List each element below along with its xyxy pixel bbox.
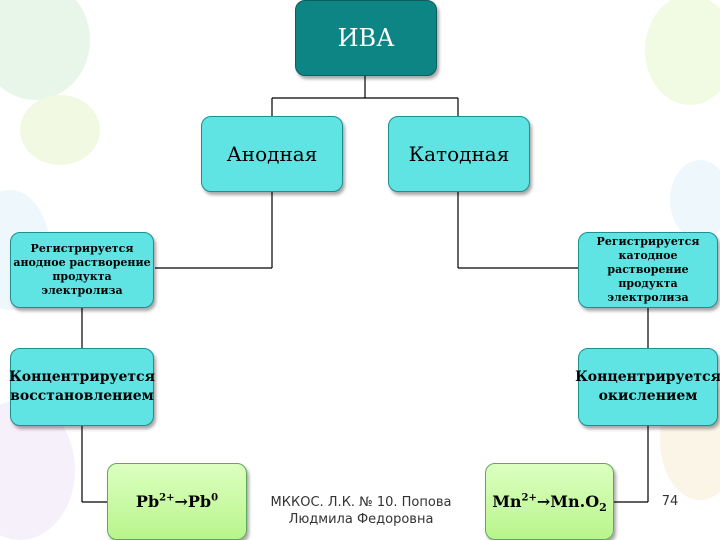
page-number: 74 bbox=[661, 494, 679, 509]
left-concentrate-line-1: Концентрируется bbox=[9, 369, 155, 385]
right-register-line-1: Регистрируется bbox=[596, 235, 700, 248]
left-reaction-arrow: → bbox=[174, 492, 188, 511]
anodic-label: Анодная bbox=[226, 142, 318, 166]
anodic-node: Анодная bbox=[201, 116, 343, 192]
left-reaction-product-charge: 0 bbox=[211, 492, 219, 504]
cathodic-label: Катодная bbox=[408, 142, 510, 166]
right-reaction-arrow: → bbox=[536, 492, 551, 511]
right-reaction-reactant: Mn bbox=[492, 492, 522, 511]
root-node-iva: ИВА bbox=[295, 0, 437, 76]
root-label: ИВА bbox=[337, 24, 395, 52]
right-concentrate-node: Концентрируется окислением bbox=[575, 348, 720, 426]
footer-line-2: Людмила Федоровна bbox=[288, 512, 434, 527]
left-register-node: Регистрируется анодное растворение проду… bbox=[10, 232, 154, 308]
right-register-line-2: катодное растворение bbox=[607, 249, 689, 276]
right-concentrate-line-1: Концентрируется bbox=[575, 369, 720, 385]
right-concentrate-line-2: окислением bbox=[598, 388, 698, 404]
left-register-line-2: анодное растворение bbox=[13, 256, 151, 269]
left-concentrate-line-2: восстановлением bbox=[10, 388, 154, 404]
left-reaction-reactant: Pb bbox=[135, 492, 160, 511]
left-register-line-3: продукта электролиза bbox=[41, 270, 123, 297]
left-reaction-reactant-charge: 2+ bbox=[159, 492, 175, 504]
left-reaction-product: Pb bbox=[187, 492, 212, 511]
left-reaction-formula: Pb2+→Pb0 bbox=[136, 492, 218, 511]
right-reaction-product-subscript: 2 bbox=[599, 501, 607, 515]
footer-line-1: МККОС. Л.К. № 10. Попова bbox=[270, 495, 452, 510]
right-reaction-product: Mn.O bbox=[550, 492, 600, 511]
left-reaction-node: Pb2+→Pb0 bbox=[107, 463, 247, 540]
right-reaction-reactant-charge: 2+ bbox=[521, 492, 537, 504]
cathodic-node: Катодная bbox=[388, 116, 530, 192]
footer-author: МККОС. Л.К. № 10. Попова Людмила Федоров… bbox=[256, 494, 466, 528]
left-concentrate-node: Концентрируется восстановлением bbox=[9, 348, 155, 426]
right-reaction-formula: Mn2+→Mn.O2 bbox=[492, 492, 607, 515]
right-reaction-node: Mn2+→Mn.O2 bbox=[485, 463, 614, 540]
right-register-node: Регистрируется катодное растворение прод… bbox=[578, 232, 718, 308]
right-register-line-3: продукта электролиза bbox=[607, 277, 689, 304]
left-register-line-1: Регистрируется bbox=[30, 242, 134, 255]
